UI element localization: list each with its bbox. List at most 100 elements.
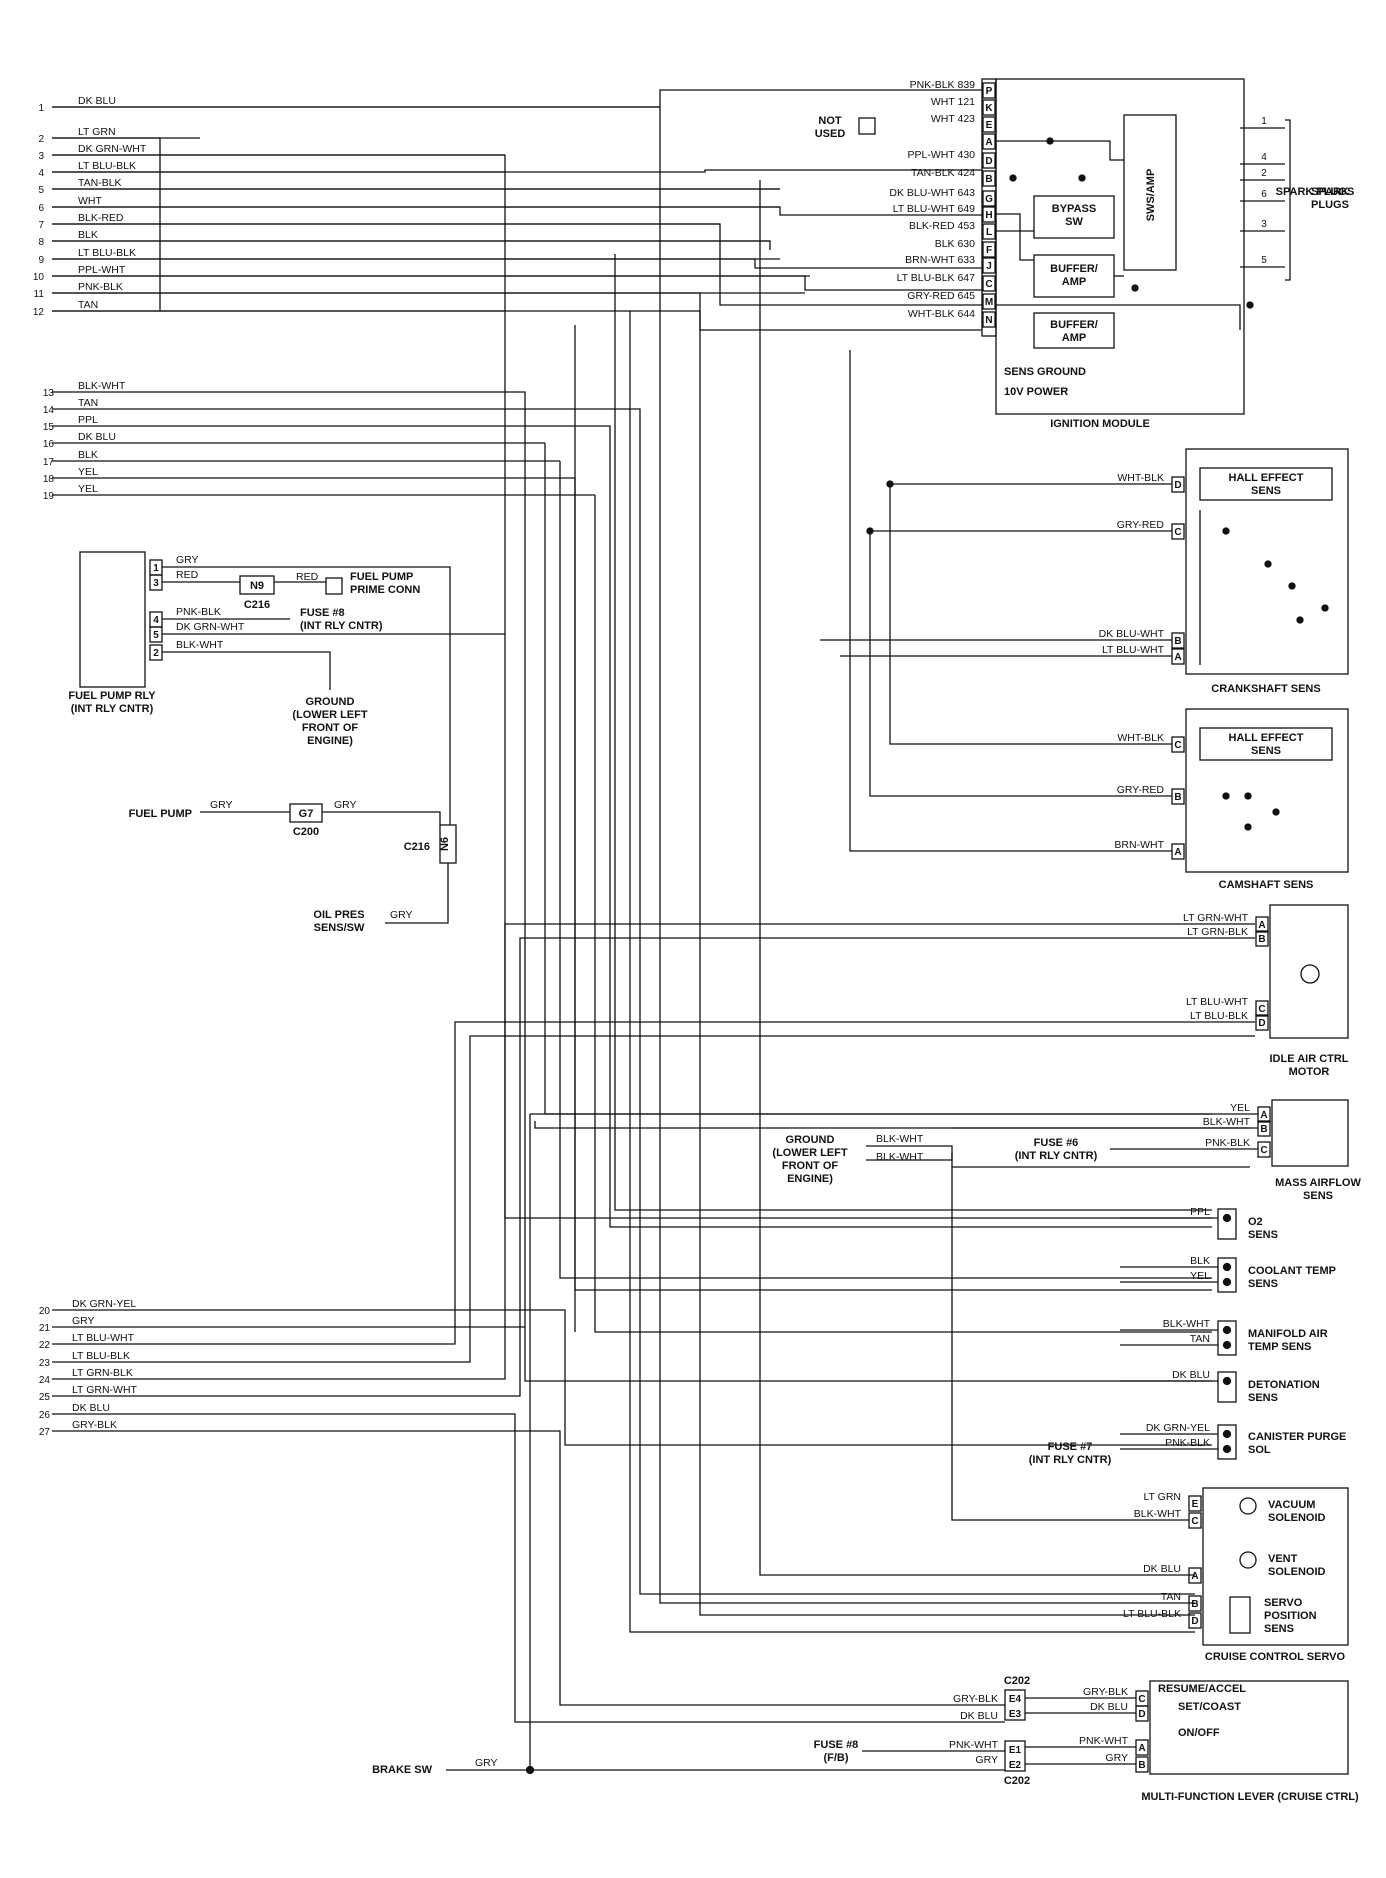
vacuum-solenoid bbox=[1239, 1497, 1257, 1515]
sensor-wire-label: TAN bbox=[1190, 1333, 1210, 1345]
mfl-fuse8: FUSE #8(F/B) bbox=[814, 1739, 859, 1764]
sws-amp-label: SWS/AMP bbox=[1145, 169, 1157, 222]
maf-wire-label: BLK-WHT bbox=[1203, 1116, 1251, 1128]
fuel-pump-relay-box bbox=[79, 551, 146, 688]
c202-label: C202 bbox=[1004, 1675, 1030, 1687]
e3-label: E3 bbox=[1009, 1709, 1022, 1720]
ignition-pin: N bbox=[985, 315, 992, 326]
iac-motor-box bbox=[1269, 904, 1349, 1039]
c202-lower bbox=[1004, 1740, 1026, 1772]
wire-yel-18 bbox=[574, 478, 1212, 1291]
relay-wire-label: PNK-BLK bbox=[176, 606, 221, 618]
relay-pin: 3 bbox=[153, 578, 159, 589]
pcm-wire-color: BLK-WHT bbox=[78, 380, 126, 392]
mfl-title: MULTI-FUNCTION LEVER (CRUISE CTRL) bbox=[1141, 1791, 1359, 1803]
pcm-pin-number: 18 bbox=[43, 474, 55, 485]
junction bbox=[1246, 301, 1254, 309]
pcm-pin-number: 24 bbox=[39, 1375, 51, 1386]
maf-pin: B bbox=[1260, 1124, 1267, 1135]
n9-label: N9 bbox=[250, 580, 264, 592]
set-coast-label: SET/COAST bbox=[1178, 1701, 1241, 1713]
ignition-wire-label: TAN-BLK 424 bbox=[911, 167, 975, 179]
wire-pnk-blk-vert bbox=[699, 293, 1195, 1616]
ignition-pin bbox=[982, 190, 996, 207]
wire-1 bbox=[52, 89, 982, 108]
ignition-wire-label: BLK 630 bbox=[935, 238, 975, 250]
junction bbox=[1244, 792, 1252, 800]
junction bbox=[1288, 582, 1296, 590]
iac-pin bbox=[1255, 930, 1269, 947]
relay-pin bbox=[149, 574, 163, 591]
sensor-terminal bbox=[1222, 1277, 1232, 1287]
g7-label: G7 bbox=[299, 808, 314, 820]
n9-connector bbox=[239, 575, 275, 595]
fuel-pump-label: FUEL PUMP bbox=[129, 808, 192, 820]
ignition-wire-label: PPL-WHT 430 bbox=[908, 149, 976, 161]
c200-label: C200 bbox=[293, 826, 319, 838]
pcm-pin-number: 25 bbox=[39, 1392, 51, 1403]
wire-25 bbox=[52, 937, 1255, 1397]
buffer-amp-1 bbox=[1033, 254, 1115, 298]
iac-pin: D bbox=[1258, 1018, 1265, 1029]
wire-9 bbox=[52, 258, 982, 269]
junction bbox=[1222, 792, 1230, 800]
mfl-wire-left: DK BLU bbox=[960, 1710, 998, 1722]
crank-pin bbox=[1171, 523, 1185, 540]
pcm-pin-number: 1 bbox=[38, 103, 44, 114]
e2-label: E2 bbox=[1009, 1760, 1022, 1771]
maf-pin: A bbox=[1260, 1110, 1267, 1121]
maf-ground-wires bbox=[866, 1145, 953, 1161]
pcm-wire-color: GRY bbox=[72, 1315, 95, 1327]
wire-22 bbox=[52, 1021, 1255, 1345]
fuel-pump-gry2: GRY bbox=[334, 799, 357, 811]
not-used-terminal bbox=[858, 117, 876, 135]
pcm-pin-number: 2 bbox=[38, 134, 44, 145]
iac-pin: C bbox=[1258, 1004, 1265, 1015]
pcm-wire-color: DK GRN-YEL bbox=[72, 1298, 136, 1310]
c216-label-2: C216 bbox=[404, 841, 430, 853]
ignition-module-title: IGNITION MODULE bbox=[1050, 418, 1150, 430]
ignition-pin: E bbox=[986, 120, 993, 131]
maf-pin bbox=[1257, 1141, 1271, 1158]
ignition-pin: M bbox=[985, 297, 993, 308]
sws-amp-box bbox=[1123, 114, 1177, 271]
cam-wire-label: BRN-WHT bbox=[1114, 839, 1164, 851]
pcm-pin-number: 27 bbox=[39, 1427, 51, 1438]
wire-24 bbox=[52, 923, 1255, 1380]
wire-lt-grn-vert bbox=[759, 180, 1195, 1576]
relay-pin: 4 bbox=[153, 615, 159, 626]
mfl-pin: A bbox=[1138, 1743, 1145, 1754]
pcm-pin-number: 5 bbox=[38, 185, 44, 196]
pcm-wire-color: BLK-RED bbox=[78, 212, 124, 224]
ignition-pin: H bbox=[985, 210, 992, 221]
cam-a-wire bbox=[849, 350, 1172, 852]
servo-pin: B bbox=[1191, 1599, 1198, 1610]
maf-gwire: BLK-WHT bbox=[876, 1133, 924, 1145]
junction bbox=[866, 527, 874, 535]
wire-27 bbox=[52, 1430, 1005, 1706]
junction bbox=[1131, 284, 1139, 292]
pcm-wire-color: TAN-BLK bbox=[78, 177, 122, 189]
ignition-pin: D bbox=[985, 156, 992, 167]
junction bbox=[1009, 174, 1017, 182]
pcm-pin-number: 13 bbox=[43, 388, 55, 399]
relay-2-blk bbox=[162, 651, 331, 690]
buffer-amp-2 bbox=[1033, 312, 1115, 349]
prime-conn-terminal bbox=[325, 577, 343, 595]
ignition-pin bbox=[982, 311, 996, 328]
wire-ppl-vert bbox=[614, 254, 1212, 1211]
ignition-pin bbox=[982, 133, 996, 150]
pcm-wire-color: YEL bbox=[78, 466, 98, 478]
ignition-pin bbox=[982, 82, 996, 99]
im-internal bbox=[996, 304, 1241, 330]
ignition-wire-label: PNK-BLK 839 bbox=[910, 79, 976, 91]
iac-wire-label: LT GRN-WHT bbox=[1183, 912, 1249, 924]
fuse6-label: FUSE #6(INT RLY CNTR) bbox=[1015, 1137, 1098, 1162]
wire-10 bbox=[52, 275, 982, 291]
servo-wire-label: DK BLU bbox=[1143, 1563, 1181, 1575]
